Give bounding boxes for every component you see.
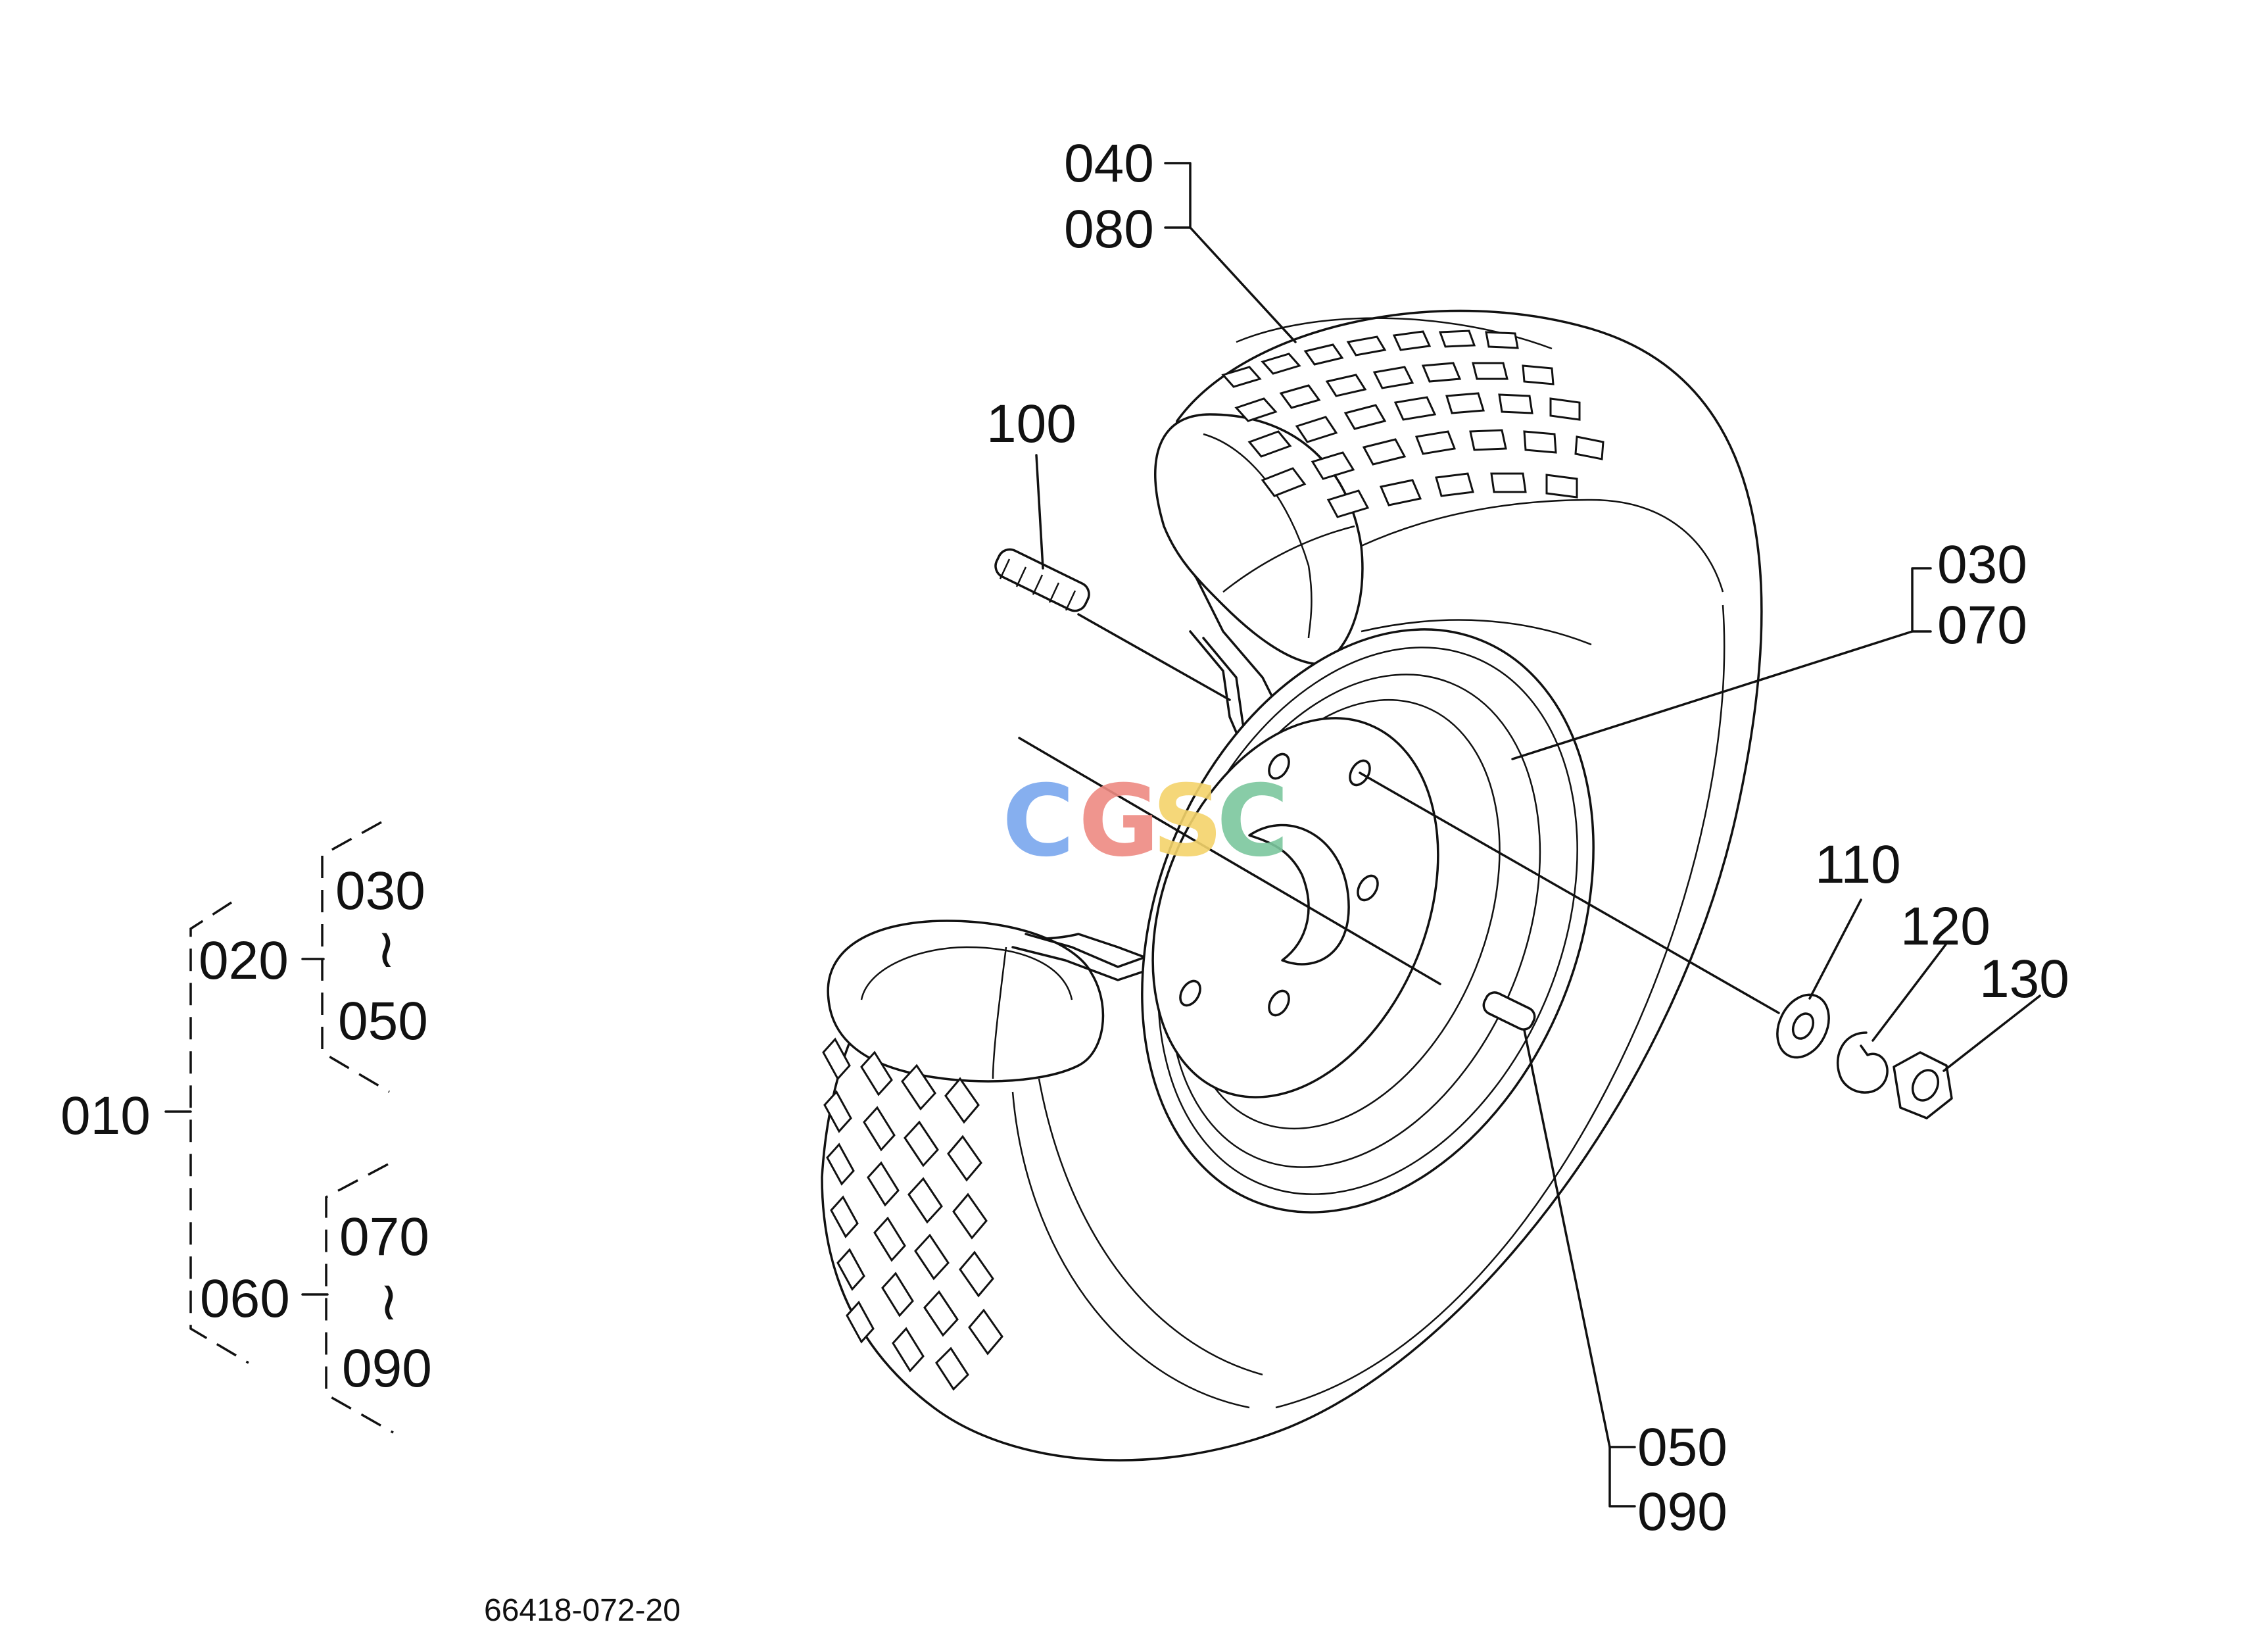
wheel-rim [1011,628,1595,1214]
label-030: 030 [1937,535,2027,595]
label-070: 070 [1937,595,2027,655]
label-010: 010 [60,1086,151,1146]
valve-stem [1482,991,1536,1031]
label-080: 080 [1064,199,1154,259]
svg-text:S: S [1152,764,1223,879]
label-100: 100 [986,394,1076,454]
bolt-hole [1268,989,1290,1017]
label-040: 040 [1064,134,1154,193]
nut-130 [1893,1051,1953,1119]
label-090: 090 [1637,1482,1727,1542]
washer-110 [1776,993,1830,1059]
label-060: 060 [200,1269,290,1329]
assembly-tree: 010 020 030 ≀ 050 060 070 ≀ 090 [60,821,432,1434]
stud-bolt-100 [994,548,1090,612]
tread-pattern-upper [1221,330,1604,518]
svg-text:C: C [1002,764,1074,879]
label-050-tree: 050 [338,991,428,1051]
spring-washer-120 [1836,1031,1889,1094]
label-110: 110 [1815,835,1901,895]
bolt-hole [1268,752,1290,780]
leader-lines [1035,162,2041,1508]
drawing-number: 66418-072-20 [484,1593,681,1628]
label-070-tree: 070 [339,1207,429,1267]
range-symbol-1: ≀ [376,919,397,979]
label-130: 130 [1979,949,2069,1009]
label-030-tree: 030 [335,861,425,921]
svg-text:C: C [1217,764,1289,879]
tread-pattern-lower [822,1037,1003,1391]
svg-text:G: G [1078,764,1159,879]
label-120: 120 [1900,897,1991,956]
bolt-hole [1357,874,1379,902]
label-020: 020 [199,931,289,991]
label-050: 050 [1637,1417,1727,1477]
axis-lines [1018,613,1780,1014]
range-symbol-2: ≀ [379,1271,399,1331]
bolt-hole [1179,979,1201,1007]
label-090-tree: 090 [342,1339,432,1398]
watermark-logo: C G S C [1002,764,1289,879]
